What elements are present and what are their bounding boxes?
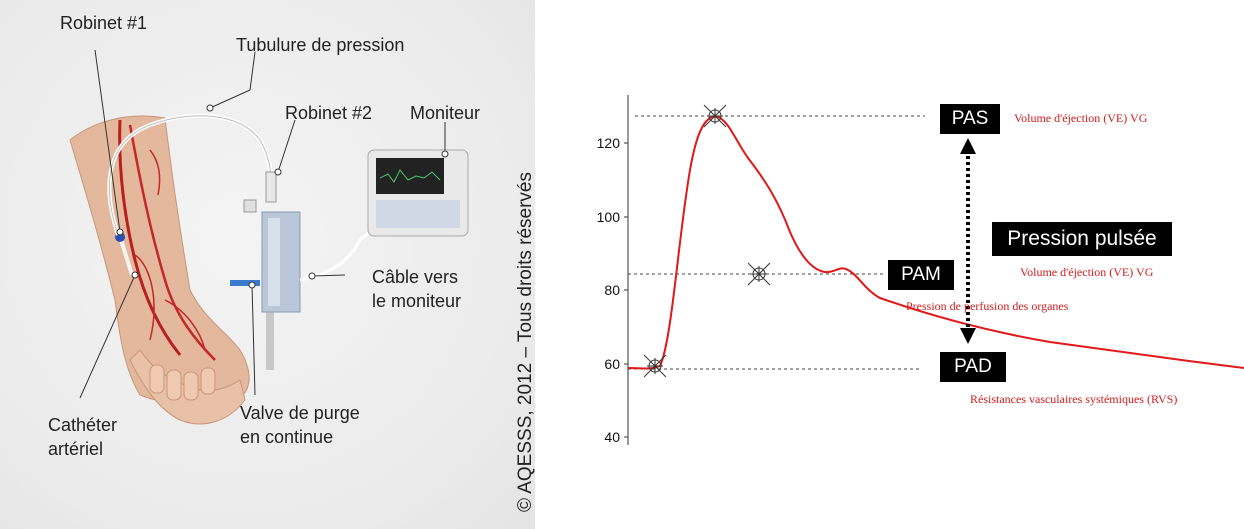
label-robinet-2: Robinet #2 (285, 103, 373, 123)
pas-note: Volume d'éjection (VE) VG (1014, 111, 1148, 125)
label-robinet-1: Robinet #1 (60, 13, 148, 33)
label-cable-line1: Câble vers (372, 267, 459, 287)
arterial-line-drawing (69, 49, 469, 425)
label-moniteur: Moniteur (410, 103, 481, 123)
stopcock-tube (265, 171, 277, 203)
transducer-highlight (268, 218, 280, 306)
finger-shape (149, 364, 165, 394)
arrow-head-up (960, 138, 976, 154)
artery-radial (128, 124, 216, 361)
marker-pam (747, 262, 771, 286)
marker-pad (643, 354, 667, 378)
monitor-panel (376, 200, 460, 228)
pas-box: PAS (940, 104, 1000, 134)
label-valve-line1: Valve de purge (240, 403, 360, 423)
marker-pas (703, 104, 727, 128)
artery-branch (164, 299, 206, 351)
monitor-cable (299, 239, 362, 282)
arterial-line-illustration: Robinet #1 Tubulure de pression Robinet … (0, 0, 535, 529)
pam-note: Pression de perfusion des organes (906, 299, 1069, 313)
monitor-screen (376, 158, 444, 194)
y-tick-label: 80 (604, 282, 620, 298)
y-tick-label: 120 (596, 135, 620, 151)
label-cable-line2: le moniteur (372, 291, 462, 311)
label-tubulure: Tubulure de pression (236, 35, 405, 55)
leader-dots (116, 104, 449, 289)
y-tick-label: 40 (604, 429, 620, 445)
leader-lines (79, 49, 446, 399)
label-valve-line2: en continue (240, 427, 334, 447)
pulse-pressure-box: Pression pulsée (992, 222, 1172, 256)
pam-box: PAM (888, 260, 954, 290)
label-catheter-line1: Cathéter (48, 415, 118, 435)
pulse-pressure-note: Volume d'éjection (VE) VG (1020, 265, 1154, 279)
arrow-head-down (960, 328, 976, 344)
pad-box: PAD (940, 352, 1006, 382)
flush-valve (230, 280, 260, 286)
artery-branch (149, 149, 161, 196)
label-catheter-line2: artériel (48, 439, 104, 459)
y-axis-ticks (624, 142, 628, 438)
finger-shape (183, 371, 199, 401)
stopcock-2 (243, 199, 257, 213)
arterial-pressure-curve (627, 114, 1244, 370)
y-tick-label: 100 (596, 209, 620, 225)
artery-branch (134, 254, 155, 341)
finger-shape (166, 369, 182, 401)
artery-main (118, 119, 182, 356)
finger-shape (200, 367, 216, 395)
y-tick-label: 60 (604, 356, 620, 372)
monitor-waveform (379, 169, 441, 183)
pad-note: Résistances vasculaires systémiques (RVS… (970, 392, 1178, 406)
